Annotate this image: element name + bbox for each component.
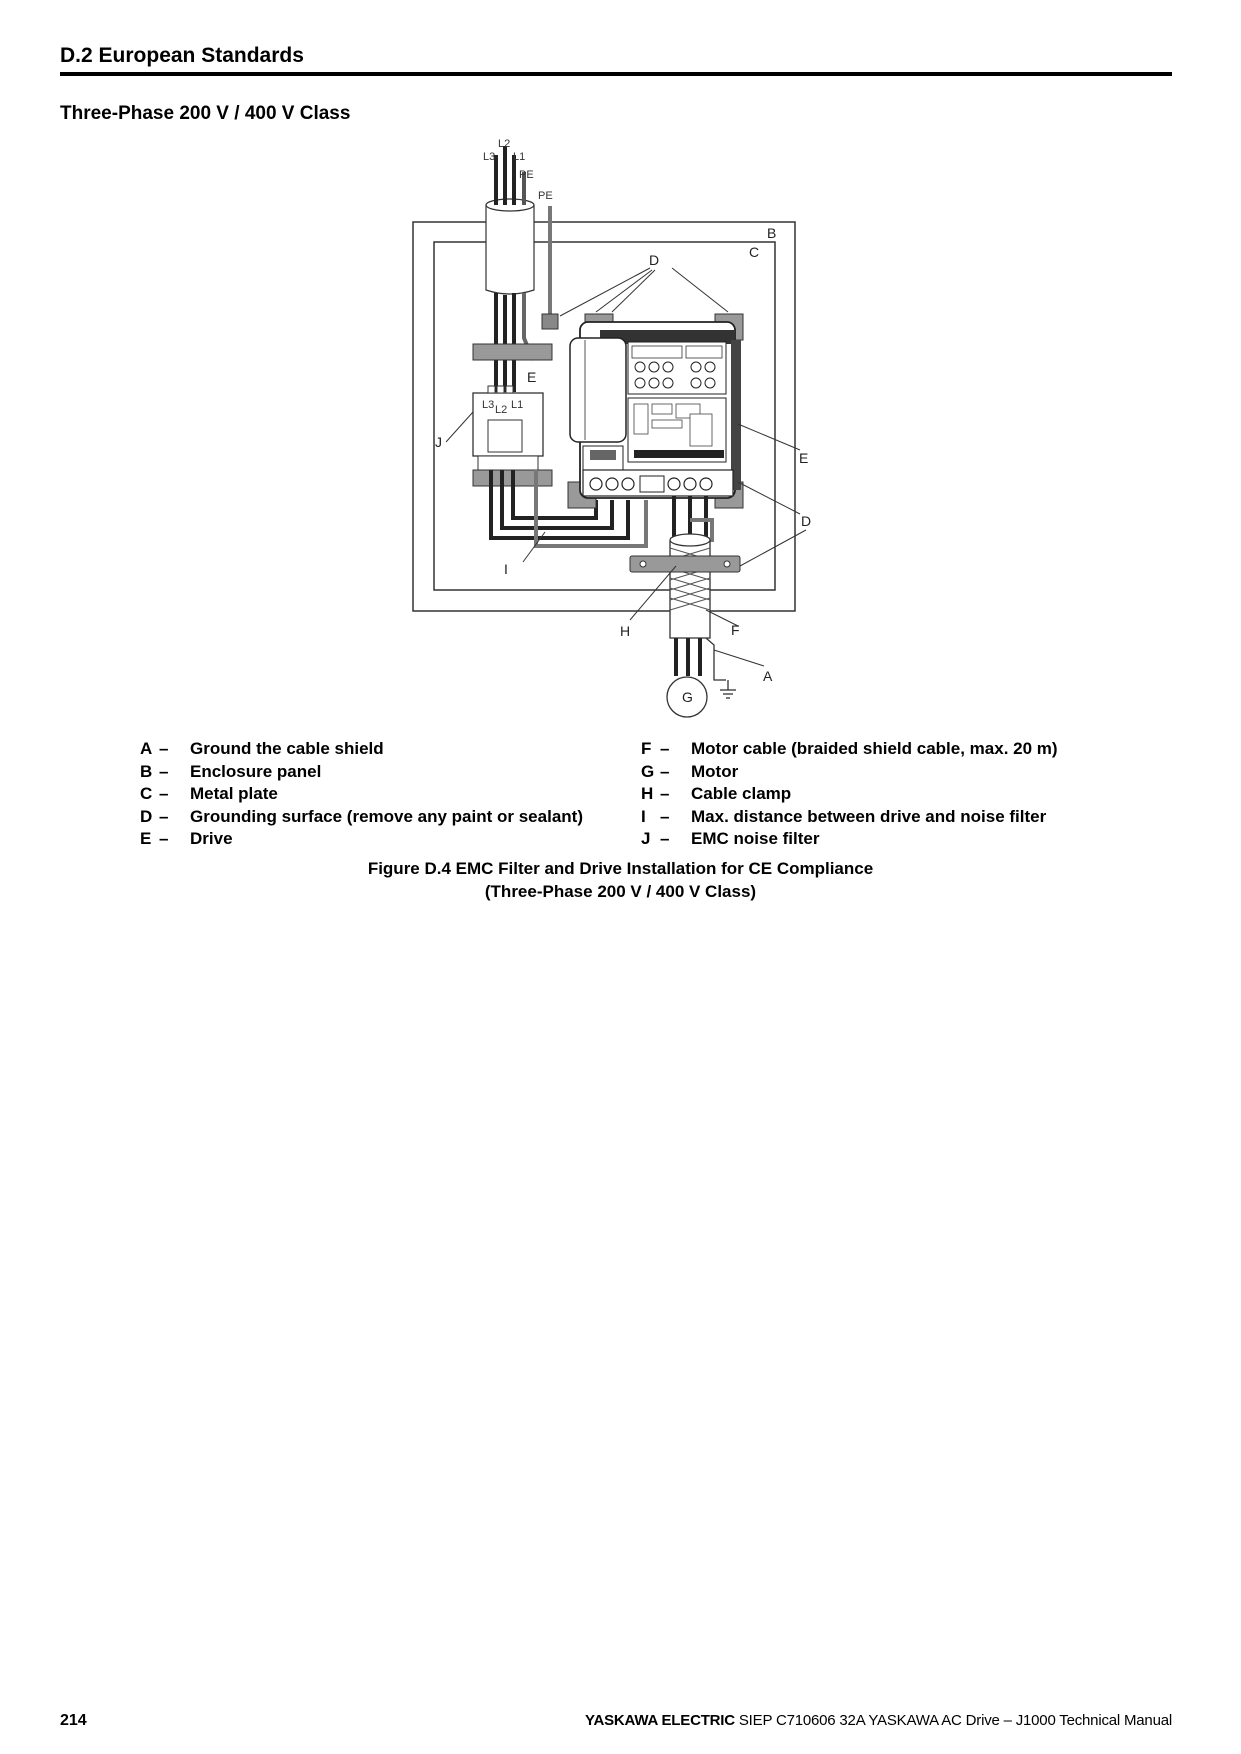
legend-item: F– Motor cable (braided shield cable, max… [641, 738, 1058, 761]
wire-label-pe: PE [519, 169, 534, 181]
callout-a: A [763, 668, 773, 684]
legend-item: I– Max. distance between drive and noise … [641, 806, 1058, 829]
legend-key: J [641, 829, 651, 848]
wire-label-pe: PE [538, 190, 553, 202]
legend-item: E– Drive [140, 828, 583, 851]
legend-key: F [641, 739, 652, 758]
callout-f: F [731, 622, 740, 638]
emc-installation-diagram: L2 L3 L1 PE PE L3 L2 L1 B C D E J E D I … [412, 138, 811, 718]
callout-b: B [767, 225, 776, 241]
wire-label-l3: L3 [483, 151, 495, 163]
section-number: D.2 [60, 44, 93, 67]
legend-key: H [641, 784, 654, 803]
figure-caption: Figure D.4 EMC Filter and Drive Installa… [0, 858, 1241, 903]
filter-to-drive-wiring [489, 470, 648, 548]
legend-dash: – [159, 784, 169, 803]
supply-cable [485, 146, 535, 295]
page-number: 214 [60, 1712, 87, 1729]
caption-line-2: (Three-Phase 200 V / 400 V Class) [484, 881, 757, 901]
footer: YASKAWA ELECTRIC SIEP C710606 32A YASKAW… [585, 1712, 1172, 1729]
legend-text: Enclosure panel [190, 761, 322, 781]
section-heading: D.2 European Standards [60, 44, 304, 68]
legend-dash: – [660, 784, 670, 803]
legend-dash: – [660, 761, 670, 781]
legend-text: EMC noise filter [691, 829, 820, 848]
callout-e: E [527, 369, 536, 385]
legend-key: C [140, 784, 153, 803]
caption-line-1: Figure D.4 EMC Filter and Drive Installa… [367, 859, 874, 878]
legend-text: Cable clamp [691, 784, 792, 803]
callout-j: J [435, 434, 442, 450]
legend-text: Ground the cable shield [190, 739, 384, 758]
legend-item: J– EMC noise filter [641, 828, 1058, 851]
callout-d: D [801, 513, 811, 529]
callout-h: H [620, 623, 630, 639]
motor [666, 676, 708, 718]
legend-dash: – [159, 829, 169, 848]
callout-d: D [649, 252, 659, 268]
legend-item: C– Metal plate [140, 783, 583, 806]
legend-dash: – [660, 806, 670, 826]
legend-text: Motor [691, 761, 739, 781]
footer-brand: YASKAWA ELECTRIC [585, 1712, 735, 1729]
legend-text: Drive [190, 829, 233, 848]
legend-item: A– Ground the cable shield [140, 738, 583, 761]
leader-lines [445, 267, 807, 667]
callout-e: E [799, 450, 808, 466]
motor-leads [674, 637, 720, 681]
filter-terminal-l1: L1 [511, 399, 523, 411]
legend-dash: – [159, 806, 169, 826]
motor-cable [669, 533, 711, 639]
legend-dash: – [159, 761, 169, 781]
legend-key: I [641, 806, 646, 826]
legend-dash: – [660, 829, 670, 848]
legend-text: Grounding surface (remove any paint or s… [190, 806, 583, 826]
legend-dash: – [159, 739, 169, 758]
legend-text: Max. distance between drive and noise fi… [691, 806, 1047, 826]
legend-key: B [140, 761, 153, 781]
legend-key: D [140, 806, 153, 826]
legend-item: G– Motor [641, 761, 1058, 784]
legend-text: Motor cable (braided shield cable, max. … [691, 739, 1058, 758]
wire-label-l1: L1 [513, 151, 525, 163]
footer-document: SIEP C710606 32A YASKAWA AC Drive – J100… [738, 1712, 1172, 1729]
legend-text: Metal plate [190, 784, 278, 803]
ground-symbol [720, 679, 736, 699]
wire-label-l2: L2 [498, 138, 510, 150]
legend-right: F–Motor cable (braided shield cable, max… [641, 738, 1058, 851]
legend-item: D– Grounding surface (remove any paint or… [140, 806, 583, 829]
subsection-title: Three-Phase 200 V / 400 V Class [60, 103, 351, 124]
callout-g: G [682, 689, 693, 705]
legend-key: E [140, 829, 152, 848]
section-rule [60, 72, 1172, 76]
callout-i: I [504, 561, 508, 577]
section-title: European Standards [98, 44, 304, 67]
filter-terminal-l2: L2 [495, 404, 507, 416]
legend-item: H– Cable clamp [641, 783, 1058, 806]
legend-key: A [140, 739, 153, 758]
pe-conductor [541, 206, 559, 330]
filter-terminal-l3: L3 [482, 399, 494, 411]
callout-c: C [749, 244, 759, 260]
legend-dash: – [660, 739, 670, 758]
cable-clamp [629, 555, 741, 573]
drive [569, 321, 741, 499]
emc-noise-filter [472, 385, 544, 471]
legend-key: G [641, 761, 655, 781]
filter-ground-bar-top [472, 343, 553, 361]
legend-left: A–Ground the cable shield B–Enclosure pa… [140, 738, 583, 851]
legend-item: B– Enclosure panel [140, 761, 583, 784]
